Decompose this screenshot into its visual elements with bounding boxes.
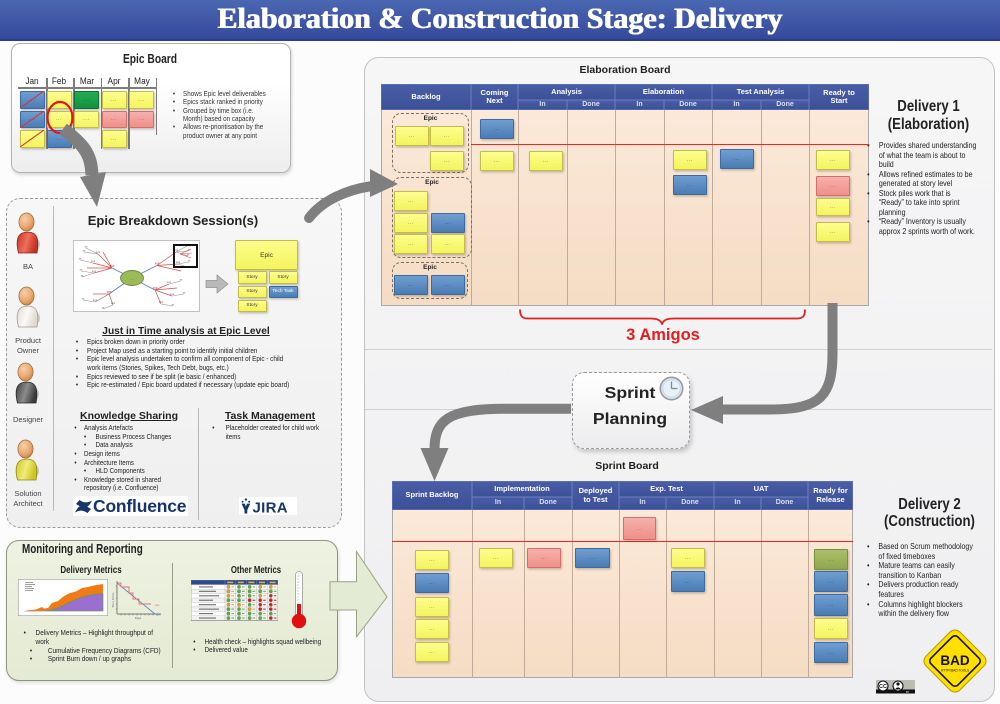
svg-text:Story Points: Story Points [111, 592, 115, 608]
svg-text:xx: xx [172, 303, 175, 307]
svg-text:xx: xx [85, 245, 88, 249]
svg-text:°: ° [298, 572, 300, 576]
svg-text:xx: xx [80, 268, 83, 272]
svg-text:...: ... [130, 276, 133, 281]
svg-text:xxx: xxx [92, 269, 97, 273]
svg-text:xxx: xxx [107, 290, 112, 294]
svg-text:xxx: xxx [156, 613, 161, 617]
svg-text:xxx: xxx [93, 298, 98, 302]
svg-text:xx: xx [187, 253, 190, 257]
svg-text:xxx: xxx [167, 280, 172, 284]
svg-text:xxx: xxx [176, 260, 181, 264]
svg-text:xxx: xxx [91, 259, 96, 263]
svg-text:xxx: xxx [153, 286, 158, 290]
svg-text:xx: xx [102, 306, 105, 310]
svg-text:Days: Days [135, 616, 142, 620]
svg-text:JIRA: JIRA [253, 499, 288, 515]
svg-text:xx: xx [79, 257, 82, 261]
svg-text:xx: xx [180, 278, 183, 282]
svg-text:xxx: xxx [170, 292, 175, 296]
svg-text:xx: xx [82, 297, 85, 301]
svg-text:xxx: xxx [174, 248, 179, 252]
svg-text:xxx: xxx [159, 300, 164, 304]
svg-text:HTTP//BAD.TOOLS: HTTP//BAD.TOOLS [941, 669, 969, 673]
svg-text:xx: xx [83, 249, 86, 253]
svg-text:CC: CC [879, 684, 887, 690]
svg-text:xxx: xxx [96, 250, 101, 254]
svg-text:BAD: BAD [940, 653, 969, 668]
svg-text:xxx: xxx [110, 264, 115, 268]
svg-text:xx: xx [81, 274, 84, 278]
svg-text:xx: xx [188, 259, 191, 263]
svg-text:xx: xx [183, 291, 186, 295]
svg-text:xxx: xxx [155, 262, 160, 266]
svg-text:xxx: xxx [155, 603, 160, 607]
svg-text:BY: BY [906, 691, 910, 694]
svg-text:Confluence: Confluence [93, 497, 187, 516]
svg-text:xxx: xxx [111, 301, 116, 305]
